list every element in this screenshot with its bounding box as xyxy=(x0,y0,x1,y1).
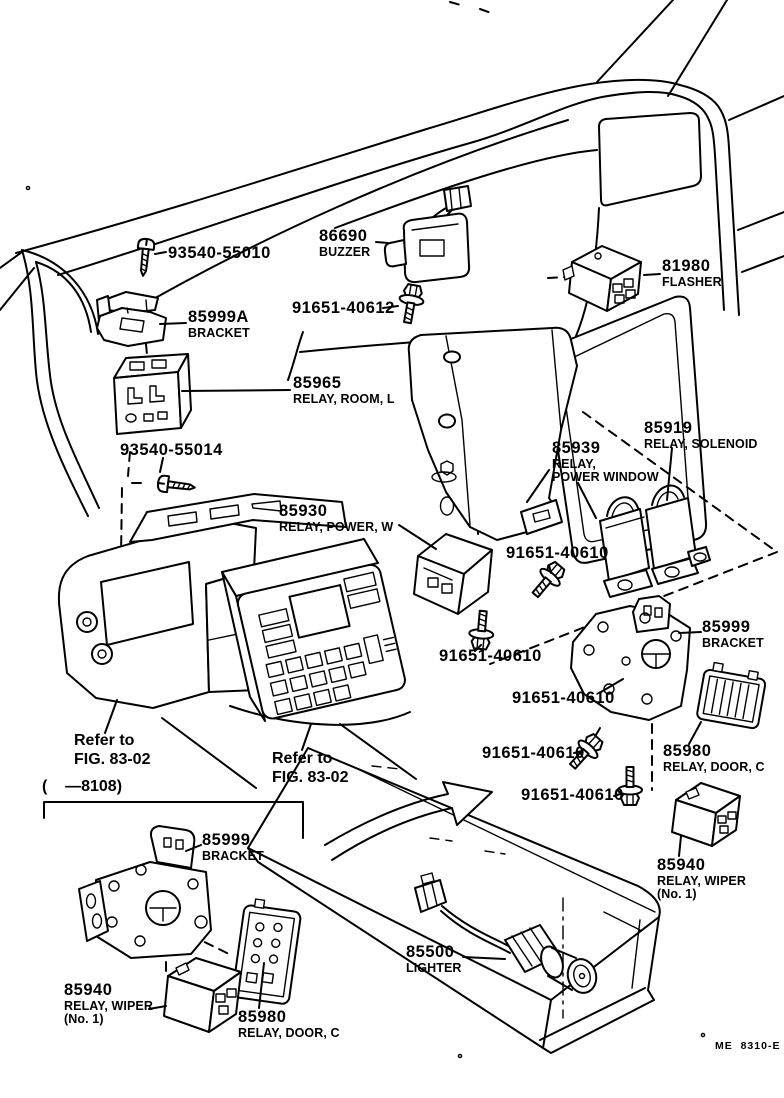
part-number: 85980 xyxy=(238,1008,287,1026)
part-description: RELAY, WIPER xyxy=(64,999,153,1013)
bracket-85999-bottom-drawing xyxy=(78,825,212,959)
relay-85980-right-drawing xyxy=(696,661,767,730)
range-note: ( —8108) xyxy=(42,778,123,795)
part-number: Refer to xyxy=(74,732,135,749)
part-number: 91651-40610 xyxy=(482,744,585,762)
part-number: 93540-55014 xyxy=(120,441,223,459)
relay-85965-drawing xyxy=(113,353,192,435)
part-description: BUZZER xyxy=(319,245,371,259)
part-number: 85940 xyxy=(657,856,706,874)
center-bracket-drawing xyxy=(407,326,578,541)
part-number: 81980 xyxy=(662,257,711,275)
part-number: 91651-40610 xyxy=(439,647,542,665)
part-number: 85999 xyxy=(702,618,751,636)
relay-85930-drawing xyxy=(413,533,497,652)
refer-note: Refer to FIG. 83-02 xyxy=(74,731,150,769)
bracket-85999a-drawing xyxy=(96,291,167,347)
part-number: 85939 xyxy=(552,439,601,457)
part-description: RELAY, POWER, W xyxy=(279,520,394,534)
part-number: 85999 xyxy=(202,831,251,849)
part-number: 91651-40612 xyxy=(292,299,395,317)
part-description: RELAY, ROOM, L xyxy=(293,392,395,406)
relay-85980-bottom-drawing xyxy=(231,898,302,1005)
part-number: Refer to xyxy=(272,750,333,767)
part-description: POWER WINDOW xyxy=(552,470,659,484)
part-number: 85500 xyxy=(406,943,455,961)
part-description: BRACKET xyxy=(202,849,264,863)
part-number: 85999A xyxy=(188,308,249,326)
part-description: BRACKET xyxy=(188,326,250,340)
part-number: 93540-55010 xyxy=(168,244,271,262)
control-panel-drawing xyxy=(221,538,406,722)
part-label-91651-40610: 91651-40610 xyxy=(512,689,615,708)
part-description: LIGHTER xyxy=(406,961,462,975)
relay-85940-right-drawing xyxy=(671,782,741,847)
part-number: 91651-40610 xyxy=(512,689,615,707)
part-label-91651-40610: 91651-40610 xyxy=(506,544,609,563)
part-label-93540-55010: 93540-55010 xyxy=(168,244,271,263)
part-description: FLASHER xyxy=(662,275,722,289)
part-description: (No. 1) xyxy=(64,1012,104,1026)
cluster-housing-drawing xyxy=(57,493,411,726)
part-label-91651-40610: 91651-40610 xyxy=(439,647,542,666)
part-number: 85919 xyxy=(644,419,693,437)
part-label-93540-55014: 93540-55014 xyxy=(120,441,223,460)
refer-note: Refer to FIG. 83-02 xyxy=(272,749,348,787)
part-number: 91651-40610 xyxy=(506,544,609,562)
part-label-91651-40612: 91651-40612 xyxy=(292,299,395,318)
flasher-drawing xyxy=(562,245,642,312)
part-description: FIG. 83-02 xyxy=(74,751,151,768)
part-number: 91651-40610 xyxy=(521,786,624,804)
figure-code: ME 8310-E xyxy=(715,1040,781,1052)
lighter-drawing xyxy=(414,872,598,1019)
part-description: RELAY, WIPER xyxy=(657,874,746,888)
part-description: BRACKET xyxy=(702,636,764,650)
direction-arrow xyxy=(324,781,493,861)
buzzer-drawing xyxy=(383,185,472,284)
part-number: 85930 xyxy=(279,502,328,520)
part-description: RELAY, DOOR, C xyxy=(663,760,765,774)
part-number: 85940 xyxy=(64,981,113,999)
part-number: 85965 xyxy=(293,374,342,392)
part-number: 86690 xyxy=(319,227,368,245)
relay-85940-bottom-drawing xyxy=(163,957,242,1033)
part-description: FIG. 83-02 xyxy=(272,769,349,786)
relay-pair-drawing xyxy=(599,484,711,598)
leader-lines xyxy=(104,241,702,1010)
part-description: RELAY, SOLENOID xyxy=(644,437,758,451)
range-bracket-line xyxy=(43,801,304,839)
part-description: RELAY, xyxy=(552,457,596,471)
part-number: 85980 xyxy=(663,742,712,760)
part-description: RELAY, DOOR, C xyxy=(238,1026,340,1040)
part-label-91651-40610: 91651-40610 xyxy=(482,744,585,763)
part-label-91651-40610: 91651-40610 xyxy=(521,786,624,805)
part-description: (No. 1) xyxy=(657,887,697,901)
